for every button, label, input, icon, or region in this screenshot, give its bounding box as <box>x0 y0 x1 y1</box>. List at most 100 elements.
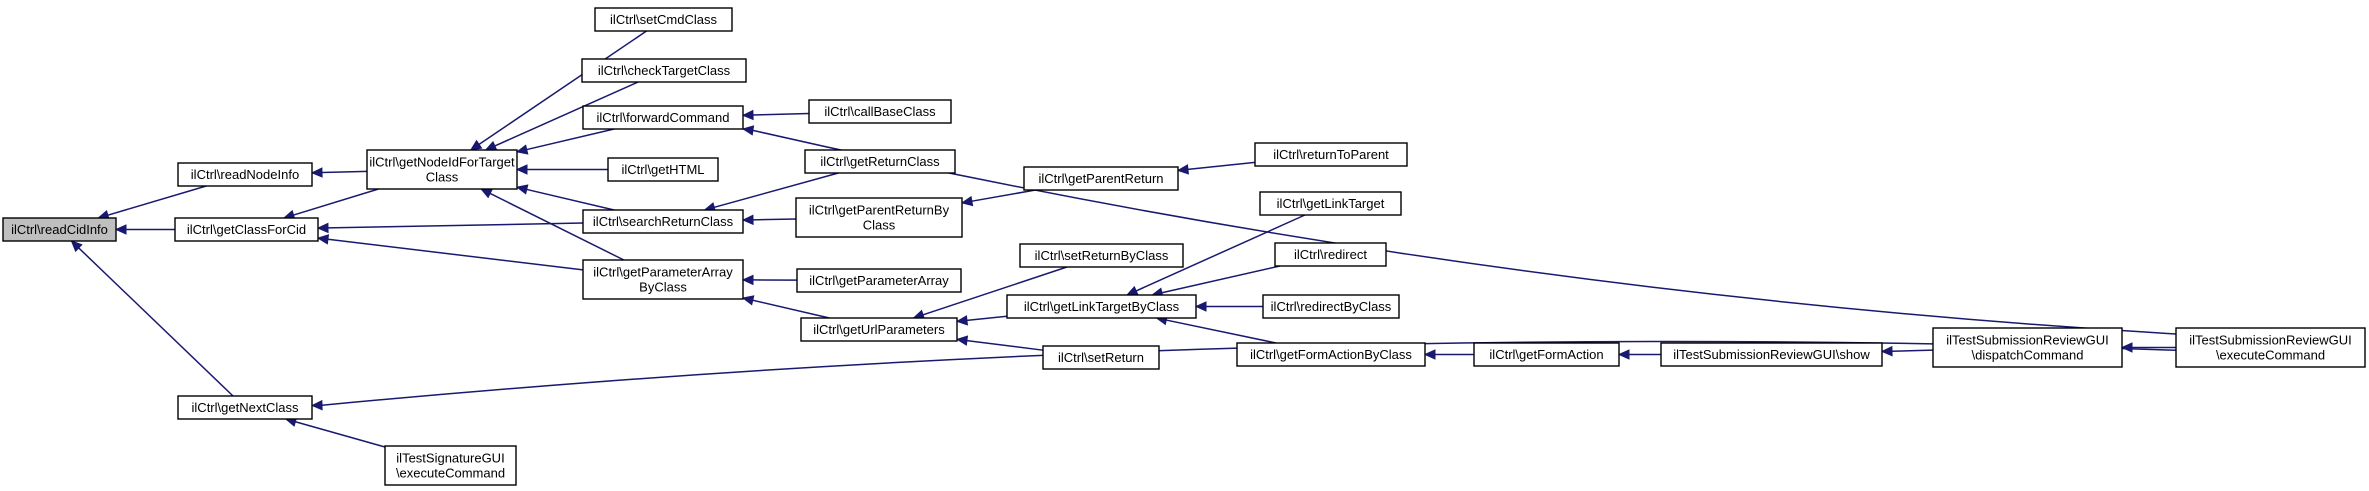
node-label: ilCtrl\getHTML <box>621 162 704 177</box>
node-box <box>582 209 744 234</box>
call-edge <box>1617 349 1661 360</box>
node-label: ilCtrl\callBaseClass <box>824 104 936 119</box>
node-label: ilCtrl\getReturnClass <box>820 154 940 169</box>
node-box <box>1932 327 2123 368</box>
node-box <box>1660 342 1883 367</box>
edge-line <box>966 315 1008 322</box>
node-tsrDispatchCommand[interactable]: ilTestSubmissionReviewGUI\dispatchComman… <box>1932 327 2123 368</box>
node-box <box>1236 342 1426 367</box>
arrowhead-icon <box>955 315 968 326</box>
edge-line <box>293 188 379 216</box>
node-label: ilCtrl\getParentReturn <box>1039 171 1164 186</box>
node-readCidInfo[interactable]: ilCtrl\readCidInfo <box>2 217 117 242</box>
node-setReturnByClass[interactable]: ilCtrl\setReturnByClass <box>1019 243 1184 268</box>
call-edge <box>955 335 1044 351</box>
arrowhead-icon <box>114 224 127 235</box>
node-tsrShow[interactable]: ilTestSubmissionReviewGUI\show <box>1660 342 1883 367</box>
node-setCmdClass[interactable]: ilCtrl\setCmdClass <box>594 7 733 32</box>
arrowhead-icon <box>515 184 529 195</box>
node-label: ilCtrl\getUrlParameters <box>813 322 945 337</box>
node-getFormActionByClass[interactable]: ilCtrl\getFormActionByClass <box>1236 342 1426 367</box>
arrowhead-icon <box>70 240 83 253</box>
node-box <box>1274 242 1387 267</box>
edge-line <box>752 299 830 319</box>
arrowhead-icon <box>1176 164 1189 175</box>
node-box <box>607 157 719 182</box>
node-returnToParent[interactable]: ilCtrl\returnToParent <box>1254 142 1408 167</box>
node-box <box>795 197 963 238</box>
node-box <box>2 217 117 242</box>
nodes-layer: ilCtrl\readCidInfo ilCtrl\readNodeInfo ilC… <box>2 7 2366 486</box>
arrowhead-icon <box>310 399 323 411</box>
node-box <box>1473 342 1620 367</box>
node-getClassForCid[interactable]: ilCtrl\getClassForCid <box>174 217 319 242</box>
node-label: ilTestSubmissionReviewGUI <box>2189 333 2352 348</box>
edge-line <box>1166 319 1277 344</box>
node-box <box>2175 327 2366 368</box>
arrowhead-icon <box>1880 345 1893 357</box>
node-tsrExecuteCommand[interactable]: ilTestSubmissionReviewGUI\executeCommand <box>2175 327 2366 368</box>
arrowhead-icon <box>515 164 528 175</box>
node-getLinkTargetByClass[interactable]: ilCtrl\getLinkTargetByClass <box>1006 294 1197 319</box>
node-getReturnClass[interactable]: ilCtrl\getReturnClass <box>804 149 956 174</box>
node-getHTML[interactable]: ilCtrl\getHTML <box>607 157 719 182</box>
arrowhead-icon <box>316 234 330 245</box>
node-box <box>1019 243 1184 268</box>
node-setReturn[interactable]: ilCtrl\setReturn <box>1042 345 1160 370</box>
node-getParentReturn[interactable]: ilCtrl\getParentReturn <box>1023 166 1179 191</box>
node-label: ilCtrl\getNodeIdForTarget <box>369 155 515 170</box>
node-box <box>582 259 744 300</box>
call-edge <box>1150 265 1281 298</box>
call-edge <box>1155 314 1277 344</box>
call-edge <box>316 222 584 234</box>
call-edge <box>284 416 386 448</box>
node-box <box>1254 142 1408 167</box>
node-searchReturnClass[interactable]: ilCtrl\searchReturnClass <box>582 209 744 234</box>
call-edge <box>515 128 615 155</box>
edge-line <box>752 129 2177 335</box>
arrowhead-icon <box>741 109 754 121</box>
arrowhead-icon <box>316 222 329 234</box>
edge-line <box>494 81 639 147</box>
arrowhead-icon <box>741 274 754 286</box>
node-label: ilCtrl\returnToParent <box>1273 147 1389 162</box>
arrowhead-icon <box>955 335 969 346</box>
arrowhead-icon <box>310 167 323 178</box>
node-readNodeInfo[interactable]: ilCtrl\readNodeInfo <box>177 162 313 187</box>
node-label: ilCtrl\setReturnByClass <box>1035 248 1169 263</box>
edge-line <box>1161 265 1281 294</box>
edge-line <box>327 238 584 271</box>
arrowhead-icon <box>1194 301 1207 312</box>
node-tsgExecuteCommand[interactable]: ilTestSignatureGUI\executeCommand <box>384 445 517 486</box>
node-getNextClass[interactable]: ilCtrl\getNextClass <box>177 395 313 420</box>
node-redirectByClass[interactable]: ilCtrl\redirectByClass <box>1262 294 1400 319</box>
edge-line <box>526 188 615 211</box>
node-label: ilCtrl\getParentReturnBy <box>809 203 950 218</box>
node-getFormAction[interactable]: ilCtrl\getFormAction <box>1473 342 1620 367</box>
arrowhead-icon <box>741 125 755 136</box>
node-label: ilCtrl\readCidInfo <box>11 222 108 237</box>
node-getLinkTarget[interactable]: ilCtrl\getLinkTarget <box>1259 191 1402 216</box>
arrowhead-icon <box>741 214 754 226</box>
node-getParameterArray[interactable]: ilCtrl\getParameterArray <box>796 268 962 293</box>
call-edge <box>741 295 830 319</box>
node-getUrlParameters[interactable]: ilCtrl\getUrlParameters <box>800 317 958 342</box>
call-edge <box>741 125 2177 335</box>
node-callBaseClass[interactable]: ilCtrl\callBaseClass <box>808 99 952 124</box>
arrowhead-icon <box>1423 349 1436 360</box>
call-edge <box>316 234 584 271</box>
call-edge <box>741 214 797 226</box>
node-redirect[interactable]: ilCtrl\redirect <box>1274 242 1387 267</box>
node-label: ilCtrl\getFormActionByClass <box>1250 347 1412 362</box>
edge-line <box>971 189 1036 202</box>
edge-line <box>78 247 234 397</box>
call-edge <box>1423 349 1474 360</box>
node-forwardCommand[interactable]: ilCtrl\forwardCommand <box>582 105 744 130</box>
node-label: \executeCommand <box>396 466 505 481</box>
node-checkTargetClass[interactable]: ilCtrl\checkTargetClass <box>581 58 747 83</box>
node-box <box>177 395 313 420</box>
call-edge <box>97 185 207 221</box>
